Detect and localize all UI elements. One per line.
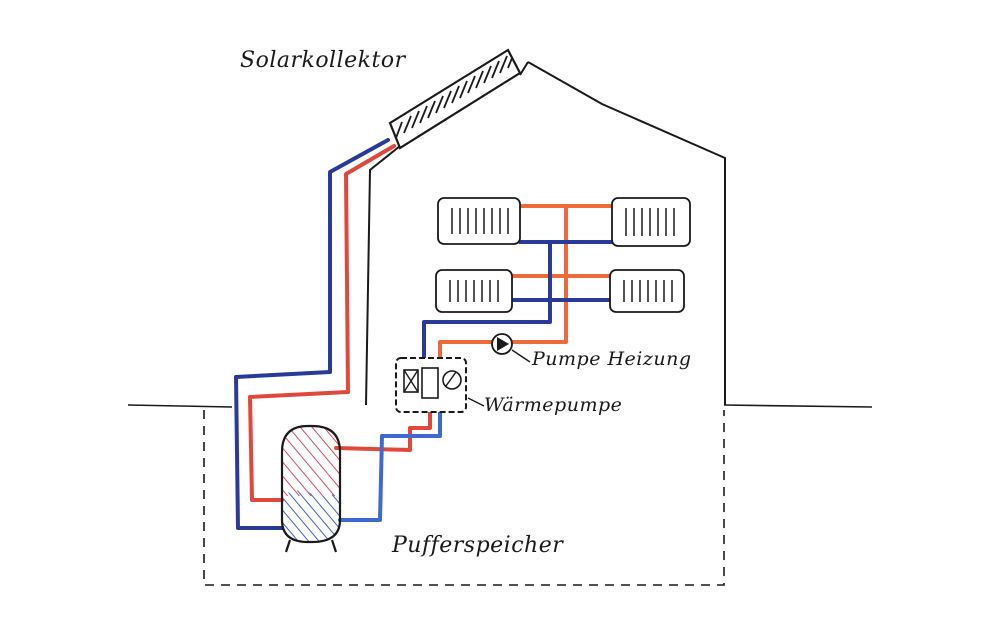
- ground-line-right: [723, 404, 873, 408]
- heat-pump-exchanger-mid: [421, 367, 439, 399]
- solar-panel-icon: [388, 48, 522, 150]
- buffer-tank-label: Pufferspeicher: [392, 533, 564, 558]
- pump-arrow: [497, 337, 509, 351]
- solar-return-pipe: [234, 138, 390, 530]
- ground-line-left: [127, 404, 233, 408]
- heat-pump-label: Wärmepumpe: [484, 394, 623, 416]
- heat-pump-box: [395, 357, 467, 413]
- heat-pump-leader: [467, 397, 485, 407]
- radiator-bottom-right: [609, 269, 685, 313]
- radiator-top-right: [611, 197, 691, 247]
- heat-pump-exchanger-left: [403, 369, 419, 393]
- house-roof-right-and-wall: [527, 61, 726, 405]
- buffer-tank-icon: [280, 424, 342, 553]
- solar-panel-hatch: [395, 55, 513, 139]
- pump-icon: [491, 333, 531, 363]
- buffer-tank-body: [280, 424, 342, 544]
- solar-panel-body: [388, 48, 522, 150]
- basement-outline: [203, 410, 725, 586]
- house-roof-inner: [365, 145, 401, 406]
- radiator-fins: [449, 208, 675, 302]
- pump-leader: [511, 349, 531, 363]
- buffer-tank-legs: [284, 539, 338, 553]
- buffer-pipes: [334, 408, 442, 522]
- pump-heating-label: Pumpe Heizung: [532, 348, 692, 370]
- house: [365, 61, 726, 406]
- heat-pump-icon: [395, 357, 485, 413]
- house-roof-left: [519, 61, 529, 76]
- heating-return-riser: [422, 240, 614, 362]
- solar-supply-pipe: [248, 144, 396, 502]
- solar-collector-label: Solarkollektor: [240, 48, 406, 73]
- ground: [127, 404, 873, 586]
- buffer-return-pipe: [338, 408, 442, 522]
- solar-pipes: [234, 138, 396, 530]
- buffer-supply-pipe: [334, 408, 432, 452]
- heat-pump-compressor: [442, 370, 462, 390]
